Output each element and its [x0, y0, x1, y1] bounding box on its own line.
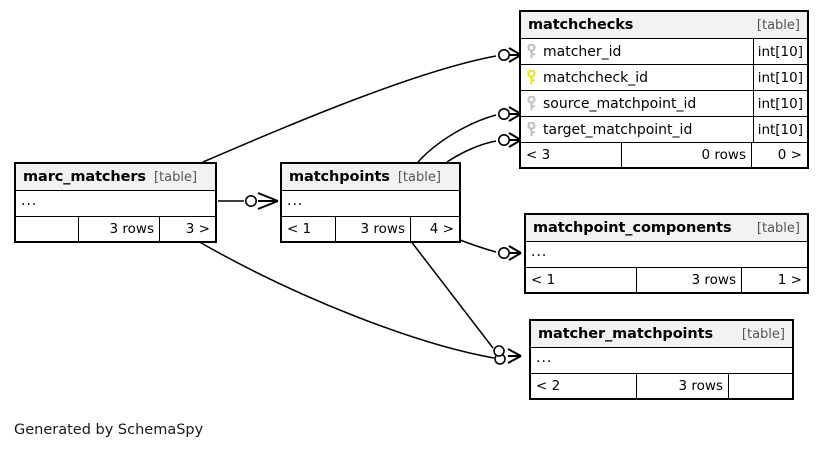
table-matcher-matchpoints-tag: [table]	[741, 326, 785, 342]
table-marc-matchers[interactable]: marc_matchers [table] ... 3 rows 3 >	[14, 162, 217, 243]
table-matcher-matchpoints-columns-collapsed[interactable]: ...	[531, 348, 792, 374]
footer-child-count: 4 >	[429, 221, 454, 237]
edge-marc-matchers-to-matcher-matchpoints	[195, 239, 522, 365]
footer-parent-count: < 1	[531, 272, 556, 288]
edge-matchpoints-to-matchchecks-source	[417, 106, 522, 163]
table-marc-matchers-tag: [table]	[153, 169, 198, 185]
table-matchpoint-components-tag: [table]	[756, 220, 800, 236]
table-matchpoints[interactable]: matchpoints [table] ... < 1 3 rows 4 >	[280, 162, 461, 243]
table-matchpoint-components-title: matchpoint_components	[533, 220, 732, 236]
table-marc-matchers-header: marc_matchers [table]	[16, 164, 215, 191]
ellipsis-label: ...	[21, 192, 38, 209]
footer-child-count: 0 >	[777, 147, 802, 163]
edge-marc-matchers-to-matchpoints	[218, 192, 279, 210]
footer-parent-count: < 1	[287, 221, 312, 237]
foreign-key-icon	[527, 122, 536, 137]
table-matcher-matchpoints-title: matcher_matchpoints	[538, 326, 714, 342]
footer-child-count: 3 >	[185, 221, 210, 237]
table-matchpoints-footer: < 1 3 rows 4 >	[282, 217, 459, 241]
table-matcher-matchpoints-header: matcher_matchpoints [table]	[531, 321, 792, 348]
column-name: source_matchpoint_id	[543, 95, 697, 112]
table-row[interactable]: matcher_id int[10]	[521, 39, 807, 65]
table-row[interactable]: source_matchpoint_id int[10]	[521, 91, 807, 117]
column-type: int[10]	[752, 39, 807, 64]
generator-credit: Generated by SchemaSpy	[14, 422, 204, 438]
table-matchpoints-tag: [table]	[397, 169, 441, 185]
column-type: int[10]	[752, 117, 807, 142]
footer-row-count: 0 rows	[621, 143, 752, 167]
table-matchpoints-title: matchpoints	[289, 169, 390, 185]
table-matchpoint-components-columns-collapsed[interactable]: ...	[526, 242, 807, 268]
table-matchpoints-header: matchpoints [table]	[282, 164, 459, 191]
footer-row-count: 3 rows	[636, 374, 729, 398]
table-matchpoints-columns-collapsed[interactable]: ...	[282, 191, 459, 217]
table-matchpoint-components-header: matchpoint_components [table]	[526, 215, 807, 242]
column-name: matchcheck_id	[543, 69, 649, 86]
footer-child-count	[729, 374, 792, 398]
edge-matchpoints-to-matchchecks-target	[446, 132, 522, 163]
footer-child-count: 1 >	[777, 272, 802, 288]
table-row[interactable]: target_matchpoint_id int[10]	[521, 117, 807, 143]
table-matchpoint-components-footer: < 1 3 rows 1 >	[526, 268, 807, 292]
footer-parent-count: < 3	[526, 147, 551, 163]
table-matchchecks-tag: [table]	[756, 17, 800, 33]
column-name: target_matchpoint_id	[543, 121, 693, 138]
table-matchchecks[interactable]: matchchecks [table] matcher_id int[10]	[519, 10, 809, 169]
table-matchchecks-footer: < 3 0 rows 0 >	[521, 143, 807, 167]
edge-marc-matchers-to-matchchecks	[202, 47, 522, 163]
table-matchchecks-header: matchchecks [table]	[521, 12, 807, 39]
table-row[interactable]: matchcheck_id int[10]	[521, 65, 807, 91]
edge-matchpoints-to-matcher-matchpoints	[409, 239, 505, 357]
footer-parent-count	[16, 217, 78, 241]
ellipsis-label: ...	[287, 192, 304, 209]
table-matchpoint-components[interactable]: matchpoint_components [table] ... < 1 3 …	[524, 213, 809, 294]
column-name: matcher_id	[543, 43, 622, 60]
table-matcher-matchpoints[interactable]: matcher_matchpoints [table] ... < 2 3 ro…	[529, 319, 794, 400]
table-marc-matchers-footer: 3 rows 3 >	[16, 217, 215, 241]
column-type: int[10]	[752, 65, 807, 90]
footer-row-count: 3 rows	[78, 217, 160, 241]
footer-parent-count: < 2	[536, 378, 561, 394]
footer-row-count: 3 rows	[335, 217, 411, 241]
foreign-key-icon	[527, 44, 536, 59]
ellipsis-label: ...	[531, 243, 548, 260]
table-marc-matchers-title: marc_matchers	[23, 169, 146, 185]
column-type: int[10]	[752, 91, 807, 116]
ellipsis-label: ...	[536, 349, 553, 366]
table-matchchecks-title: matchchecks	[528, 17, 634, 33]
primary-key-icon	[527, 70, 536, 85]
table-matcher-matchpoints-footer: < 2 3 rows	[531, 374, 792, 398]
table-marc-matchers-columns-collapsed[interactable]: ...	[16, 191, 215, 217]
foreign-key-icon	[527, 96, 536, 111]
edge-matchpoints-to-matchpoint-components	[454, 237, 522, 261]
footer-row-count: 3 rows	[636, 268, 742, 292]
